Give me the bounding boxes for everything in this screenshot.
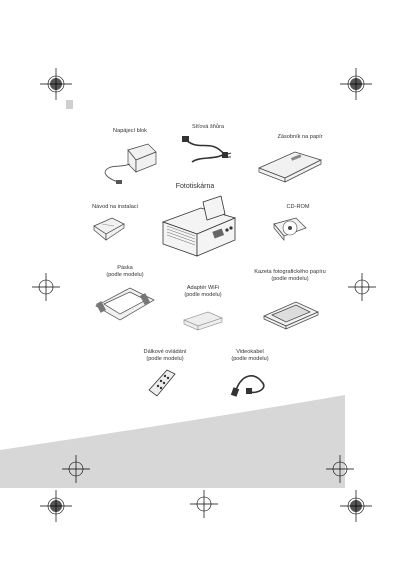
video-cable-icon	[230, 375, 265, 397]
item-label-paper-tray: Zásobník na papír	[277, 134, 323, 140]
registration-mark-icon	[40, 490, 72, 522]
item-label-photo-paper-cassette: Kazeta fotografického papíru(podle model…	[254, 269, 326, 282]
paper-tray-icon	[258, 151, 322, 183]
crosshair-mark-icon	[32, 273, 60, 301]
item-label-install-guide: Návod na instalaci	[92, 204, 138, 210]
ribbon-icon	[95, 287, 155, 321]
item-label-remote-control: Dálkové ovládání(podle modelu)	[143, 349, 187, 362]
crosshair-mark-icon	[62, 455, 90, 483]
remote-control-icon	[148, 369, 176, 397]
cd-rom-icon	[273, 217, 307, 241]
power-block-icon	[104, 143, 157, 184]
page-tab-marker	[66, 100, 73, 109]
item-label-power-cord: Síťová šňůra	[192, 124, 224, 130]
install-guide-icon	[93, 217, 125, 241]
photo-printer-icon	[161, 195, 237, 257]
item-label-wifi-adapter: Adaptér WiFi(podle modelu)	[184, 285, 222, 298]
item-label-cd-rom: CD-ROM	[286, 204, 310, 210]
crosshair-mark-icon	[190, 490, 218, 518]
crosshair-mark-icon	[326, 455, 354, 483]
item-label-photo-printer: Fototiskárna	[175, 183, 215, 190]
wifi-adapter-icon	[183, 311, 223, 331]
item-label-ribbon: Páska(podle modelu)	[106, 265, 144, 278]
power-cord-icon	[182, 136, 232, 163]
registration-mark-icon	[340, 490, 372, 522]
photo-paper-cassette-icon	[263, 301, 319, 330]
registration-mark-icon	[40, 68, 72, 100]
item-label-video-cable: Videokabel(podle modelu)	[231, 349, 269, 362]
item-label-power-block: Napájecí blok	[113, 128, 147, 134]
crosshair-mark-icon	[348, 273, 376, 301]
registration-mark-icon	[340, 68, 372, 100]
